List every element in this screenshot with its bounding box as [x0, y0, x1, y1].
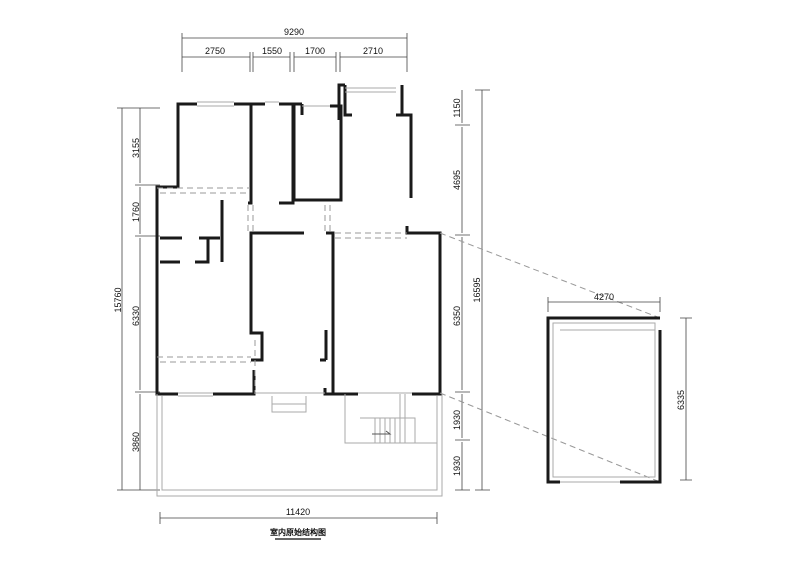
- terrace-outline: [156, 394, 443, 497]
- dim-top-seg-4: 2710: [363, 46, 383, 56]
- dim-left-seg-2: 1760: [131, 202, 141, 222]
- walls: [155, 83, 442, 394]
- dim-right-seg-2: 4695: [452, 170, 462, 190]
- dim-right-seg-3: 6350: [452, 306, 462, 326]
- dim-right-seg-4: 1930: [452, 410, 462, 430]
- stairs: [344, 394, 437, 444]
- beam-lines: [157, 187, 407, 392]
- dim-detail-width: 4270: [594, 292, 614, 302]
- dim-left-seg-1: 3155: [131, 138, 141, 158]
- dim-top-seg-1: 2750: [205, 46, 225, 56]
- window-lines: [178, 87, 412, 413]
- dim-top-seg-2: 1550: [262, 46, 282, 56]
- projection-lines: [439, 232, 661, 483]
- dim-right-seg-5: 1930: [452, 456, 462, 476]
- dim-left-seg-3: 6330: [131, 306, 141, 326]
- dim-left-total: 15760: [113, 287, 123, 312]
- dim-bottom-total: 11420: [286, 507, 310, 517]
- dim-right-seg-1: 1150: [452, 98, 462, 117]
- dim-right-total: 16595: [472, 277, 482, 302]
- bottom-dimension-line: [159, 512, 438, 524]
- dim-detail-height: 6335: [676, 390, 686, 410]
- right-dimension-lines: [455, 89, 490, 491]
- dim-top-seg-3: 1700: [305, 46, 325, 56]
- drawing-title: 室内原始结构图: [270, 527, 326, 537]
- detail-room: [546, 297, 692, 484]
- dim-left-seg-4: 3860: [131, 432, 141, 452]
- top-dimension-lines: [181, 33, 408, 72]
- left-dimension-lines: [117, 107, 160, 491]
- dim-top-total: 9290: [284, 27, 304, 37]
